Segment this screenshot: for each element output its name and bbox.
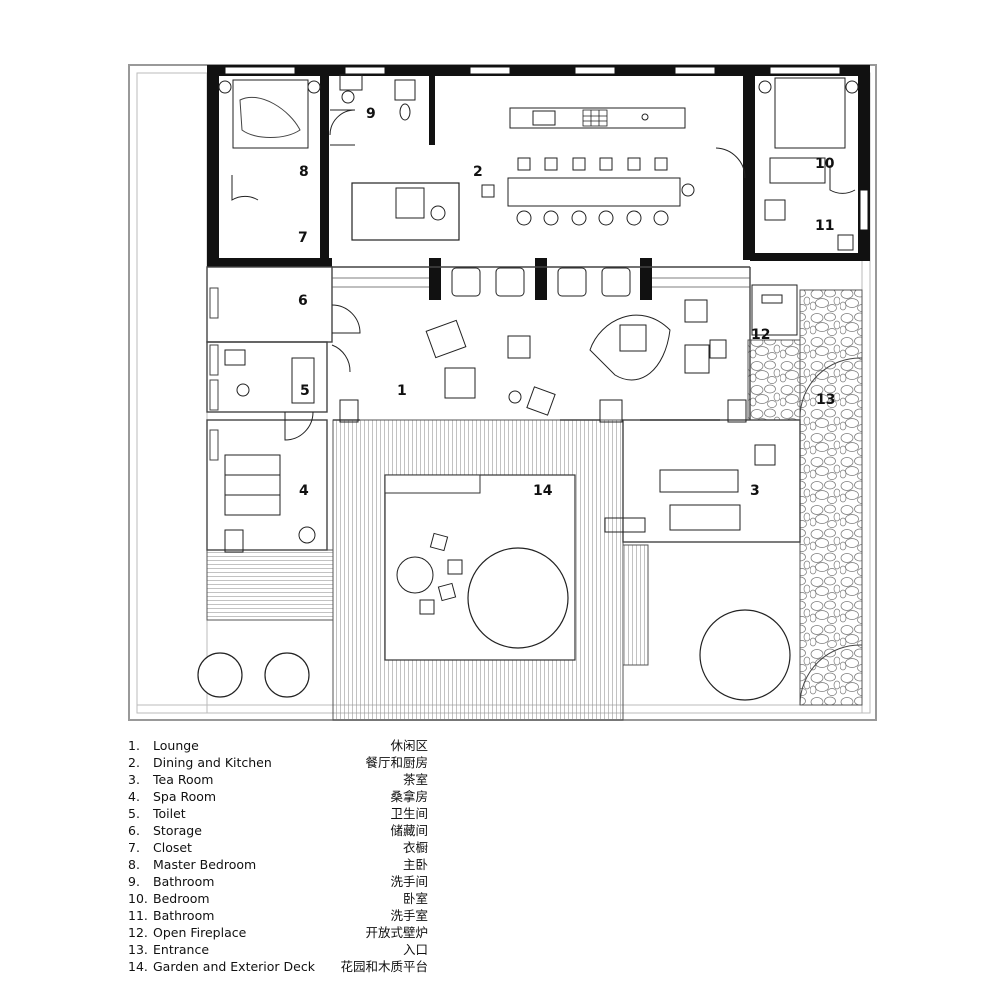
room-label-12: 12 [751,327,770,343]
legend-row: 10. Bedroom 卧室 [128,890,428,907]
room-label-11: 11 [815,218,834,234]
legend-name-en: Garden and Exterior Deck [153,959,315,974]
room-label-6: 6 [298,293,308,309]
legend-name-zh: 休闲区 [390,738,428,753]
room-label-14: 14 [533,483,553,499]
legend-number: 3. [128,772,140,787]
legend-number: 4. [128,789,140,804]
legend-name-en: Toilet [153,806,186,821]
legend-name-zh: 卫生间 [390,806,428,821]
legend-row: 1. Lounge 休闲区 [128,737,428,754]
legend-name-zh: 桑拿房 [390,789,428,804]
legend-row: 8. Master Bedroom 主卧 [128,856,428,873]
legend-row: 6. Storage 储藏间 [128,822,428,839]
legend-name-en: Tea Room [153,772,214,787]
legend-name-zh: 洗手室 [390,908,428,923]
legend-row: 13. Entrance 入口 [128,941,428,958]
room-label-7: 7 [298,230,308,246]
legend-name-zh: 开放式壁炉 [365,925,428,940]
legend-number: 1. [128,738,140,753]
legend-name-en: Entrance [153,942,210,957]
legend-row: 7. Closet 衣橱 [128,839,428,856]
legend-name-zh: 储藏间 [390,823,428,838]
legend-name-zh: 主卧 [402,857,428,872]
legend-number: 9. [128,874,140,889]
tree-icon [197,547,791,701]
legend-row: 2. Dining and Kitchen 餐厅和厨房 [128,754,428,771]
legend-row: 4. Spa Room 桑拿房 [128,788,428,805]
legend-row: 11. Bathroom 洗手室 [128,907,428,924]
legend-row: 5. Toilet 卫生间 [128,805,428,822]
room-label-1: 1 [397,383,407,399]
room-label-10: 10 [815,156,835,172]
floor-plan: 1 2 3 4 5 6 7 8 9 10 11 12 13 14 [128,64,877,721]
legend-name-en: Bathroom [153,874,215,889]
room-legend: 1. Lounge 休闲区 2. Dining and Kitchen 餐厅和厨房 3.… [128,737,428,975]
room-label-2: 2 [473,164,483,180]
legend-number: 12. [128,925,148,940]
legend-name-zh: 入口 [402,942,428,957]
legend-row: 3. Tea Room 茶室 [128,771,428,788]
room-label-9: 9 [366,106,376,122]
legend-row: 9. Bathroom 洗手间 [128,873,428,890]
room-label-5: 5 [300,383,310,399]
room-label-4: 4 [299,483,309,499]
legend-name-en: Open Fireplace [153,925,247,940]
legend-name-en: Lounge [153,738,199,753]
entrance-path [799,289,863,706]
legend-number: 10. [128,891,148,906]
legend-name-en: Bedroom [153,891,210,906]
legend-name-zh: 茶室 [402,772,428,787]
legend-name-en: Master Bedroom [153,857,257,872]
legend-name-en: Storage [153,823,202,838]
legend-name-zh: 花园和木质平台 [340,959,428,974]
legend-name-en: Dining and Kitchen [153,755,272,770]
legend-number: 7. [128,840,140,855]
legend-name-en: Closet [153,840,192,855]
legend-number: 8. [128,857,140,872]
legend-name-en: Spa Room [153,789,217,804]
legend-name-zh: 餐厅和厨房 [365,755,428,770]
room-label-3: 3 [750,483,760,499]
legend-number: 11. [128,908,148,923]
legend-name-zh: 卧室 [402,891,428,906]
legend-name-en: Bathroom [153,908,215,923]
room-label-13: 13 [816,392,835,408]
room-label-8: 8 [299,164,309,180]
legend-number: 14. [128,959,148,974]
legend-number: 6. [128,823,140,838]
legend-name-zh: 洗手间 [390,874,428,889]
legend-row: 14. Garden and Exterior Deck 花园和木质平台 [128,958,428,975]
legend-number: 5. [128,806,140,821]
legend-number: 13. [128,942,148,957]
legend-row: 12. Open Fireplace 开放式壁炉 [128,924,428,941]
legend-number: 2. [128,755,140,770]
legend-name-zh: 衣橱 [402,840,428,855]
